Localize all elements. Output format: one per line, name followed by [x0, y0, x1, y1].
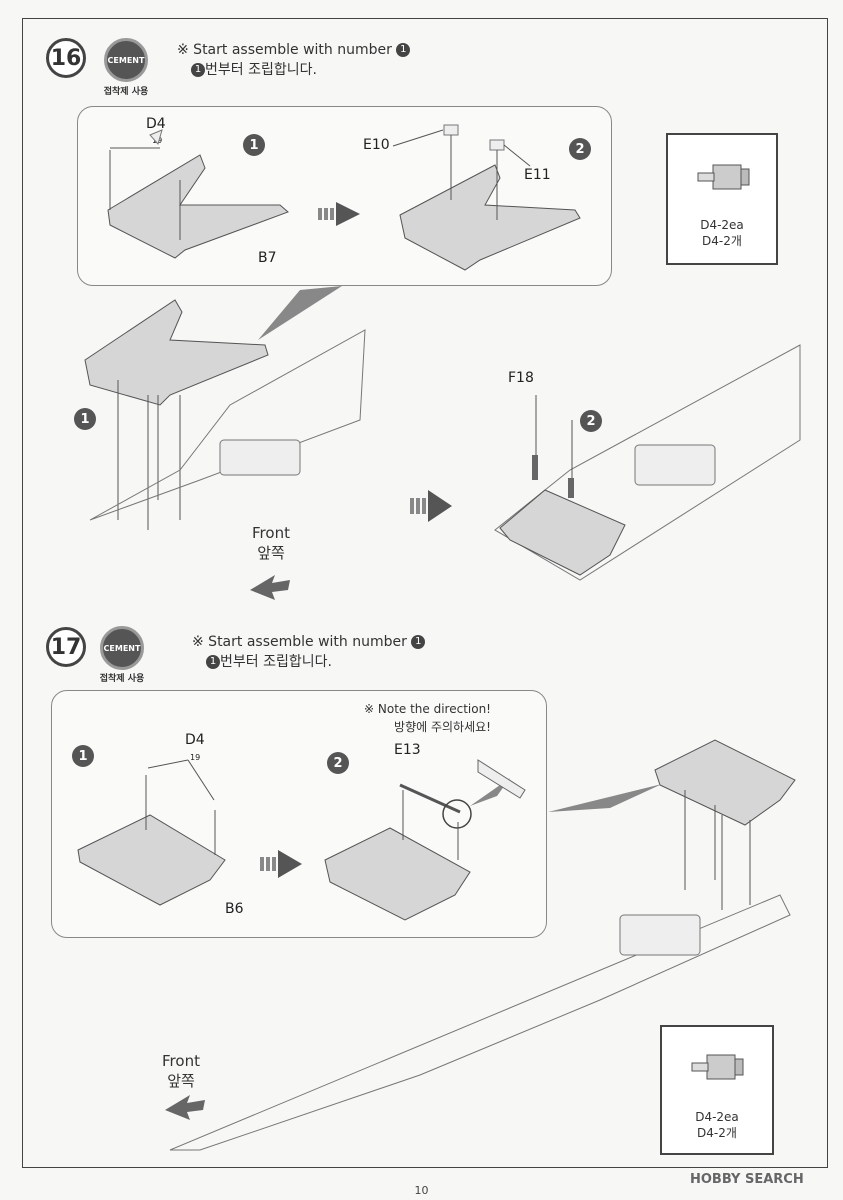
part-assembled-16-right — [499, 489, 626, 576]
step-16-panel-badge-2: 2 — [569, 138, 591, 160]
number-1-icon: 1 — [206, 655, 220, 669]
front-arrow-17 — [165, 1095, 205, 1120]
d4-count-en: D4-2ea — [695, 1110, 739, 1124]
parts-count-box-17: D4-2ea D4-2개 — [660, 1025, 774, 1155]
front-label-16: Front 앞쪽 — [252, 524, 290, 562]
label-e11: E11 — [524, 167, 551, 183]
step-16-panel-arrow — [318, 202, 360, 226]
number-1-icon: 1 — [191, 63, 205, 77]
hull-outline-right — [494, 344, 801, 581]
label-e13: E13 — [394, 742, 421, 758]
label-b7: B7 — [258, 250, 277, 266]
cement-caption: 접착제 사용 — [103, 87, 149, 97]
parts-count-box-16: D4-2ea D4-2개 — [666, 133, 778, 265]
watermark-logo: HOBBY SEARCH — [690, 1172, 804, 1187]
label-e10: E10 — [363, 137, 390, 153]
hull-hatch-right — [634, 444, 716, 486]
label-b6: B6 — [225, 901, 244, 917]
d4-part-icon — [697, 164, 750, 190]
label-d4: D4 — [146, 116, 166, 132]
cement-icon: CEMENT — [100, 626, 144, 670]
step-17-number: 17 — [46, 627, 86, 667]
part-assembled-17-main — [654, 739, 796, 826]
part-d4-marker — [149, 129, 163, 146]
part-e13 — [399, 783, 461, 814]
cement-icon: CEMENT — [104, 38, 148, 82]
number-1-icon: 1 — [411, 635, 426, 649]
label-f18: F18 — [508, 370, 534, 386]
part-e13-detail — [477, 759, 526, 799]
part-f18-left — [532, 455, 538, 480]
hull-outline-left — [89, 329, 366, 521]
label-d4-sub: 19 — [190, 753, 201, 762]
part-b7 — [107, 154, 289, 259]
callout-wedge-16 — [258, 286, 342, 340]
label-d4: D4 — [185, 732, 205, 748]
direction-note: ※ Note the direction! 방향에 주의하세요! — [364, 702, 491, 734]
hull-hatch-left — [219, 439, 301, 476]
d4-count-en: D4-2ea — [700, 218, 744, 232]
step-17-panel-badge-2: 2 — [327, 752, 349, 774]
number-1-icon: 1 — [396, 43, 411, 57]
cement-caption: 접착제 사용 — [99, 674, 145, 684]
part-assembled-17 — [324, 827, 471, 921]
page-frame — [22, 18, 828, 1168]
part-assembled-16-main — [84, 299, 269, 406]
step-17-subassembly-panel — [51, 690, 547, 938]
hull-outline-17 — [169, 894, 791, 1151]
page-number: 10 — [414, 1184, 429, 1197]
step-16-badge-2: 2 — [580, 410, 602, 432]
d4-count-kr: D4-2개 — [702, 234, 742, 248]
step-17-panel-badge-1: 1 — [72, 745, 94, 767]
front-arrow-16 — [250, 575, 290, 600]
direction-callout-circle — [442, 799, 472, 829]
step-16-panel-badge-1: 1 — [243, 134, 265, 156]
step-17-panel-arrow — [260, 850, 302, 878]
step-16-main-arrow — [410, 490, 452, 522]
callout-wedge-17 — [548, 784, 662, 812]
d4-count-kr: D4-2개 — [697, 1126, 737, 1140]
front-label-17: Front 앞쪽 — [162, 1052, 200, 1090]
part-f18-right — [568, 478, 574, 498]
d4-part-icon — [691, 1054, 744, 1080]
step-16-badge-1: 1 — [74, 408, 96, 430]
step-16-number: 16 — [46, 38, 86, 78]
hull-hatch-17 — [619, 914, 701, 956]
part-b6 — [77, 814, 226, 906]
